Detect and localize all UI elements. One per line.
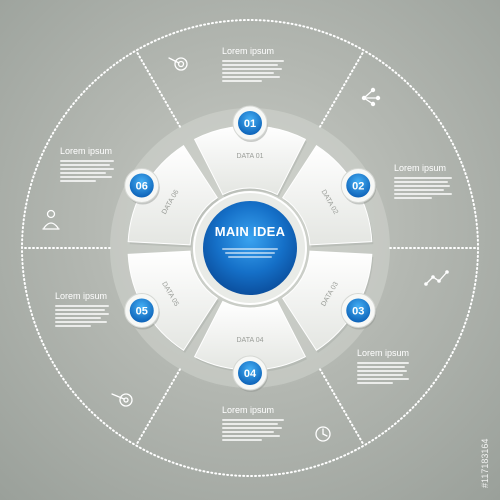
segment-label: DATA 01	[237, 153, 264, 160]
chart-point	[445, 270, 449, 274]
network-node	[370, 87, 376, 93]
separator-lines	[23, 51, 477, 445]
chart-point	[437, 279, 441, 283]
text-block-04: Lorem ipsum	[222, 405, 302, 441]
network-node	[375, 95, 381, 101]
decorative-icons	[42, 57, 449, 442]
segment-06: DATA 06	[127, 144, 219, 248]
chart-point	[431, 275, 435, 279]
badge-core	[346, 173, 371, 198]
text-block-title: Lorem ipsum	[357, 348, 410, 358]
segment-03: DATA 03	[281, 250, 374, 353]
segment-shape	[127, 250, 219, 352]
text-block-03: Lorem ipsum	[357, 348, 437, 384]
network-node	[370, 101, 376, 107]
badge-number: 06	[136, 181, 148, 193]
segment-05: DATA 05	[127, 250, 219, 353]
badge-02: 02	[340, 168, 377, 205]
separator-line	[319, 368, 364, 445]
badge-number: 04	[244, 368, 257, 380]
badge-core	[238, 361, 262, 385]
text-block-title: Lorem ipsum	[394, 163, 447, 173]
segment-04: DATA 04	[193, 300, 307, 373]
person-icon	[42, 209, 60, 230]
badge-01: 01	[232, 105, 268, 142]
segment-02: DATA 02	[281, 144, 374, 248]
badge-number: 01	[244, 118, 256, 130]
text-block-title: Lorem ipsum	[222, 46, 275, 56]
target-icon	[168, 57, 188, 71]
separator-line	[136, 368, 181, 445]
separator-line	[136, 51, 181, 128]
badge-core	[346, 298, 371, 323]
badge-03: 03	[340, 293, 377, 330]
bullseye-icon	[111, 393, 133, 407]
text-block-01: Lorem ipsum	[222, 46, 302, 82]
text-block-05: Lorem ipsum	[55, 291, 135, 327]
center-title: MAIN IDEA	[214, 224, 286, 239]
text-block-title: Lorem ipsum	[55, 291, 108, 301]
text-block-title: Lorem ipsum	[222, 405, 275, 415]
segment-shape	[127, 144, 219, 246]
separator-line	[319, 51, 364, 128]
segment-01: DATA 01	[193, 125, 307, 198]
text-block-title: Lorem ipsum	[60, 146, 113, 156]
center-placeholder-text	[222, 246, 278, 258]
badge-number: 02	[352, 181, 364, 193]
badge-core	[129, 298, 154, 323]
badge-06: 06	[124, 168, 160, 205]
text-block-06: Lorem ipsum	[60, 146, 140, 182]
badge-number: 03	[352, 306, 364, 318]
segment-shape	[193, 125, 307, 196]
badge-core	[129, 173, 154, 198]
number-badges: 01 02 03 04 05 06	[124, 105, 377, 392]
badge-04: 04	[232, 355, 268, 392]
text-block-02: Lorem ipsum	[394, 163, 474, 199]
badge-number: 05	[136, 306, 148, 318]
segment-label: DATA 04	[237, 337, 264, 344]
segment-shape	[193, 300, 307, 371]
outer-dotted-ring	[21, 19, 479, 477]
badge-05: 05	[124, 293, 160, 330]
segment-shape	[281, 250, 373, 352]
segment-shape	[281, 144, 373, 246]
stock-watermark: #117183164	[480, 438, 490, 488]
badge-core	[238, 111, 262, 135]
line-chart-icon	[424, 270, 449, 286]
chart-point	[424, 282, 428, 286]
network-node	[361, 95, 367, 101]
clock-icon	[315, 426, 331, 442]
network-icon	[361, 87, 381, 107]
